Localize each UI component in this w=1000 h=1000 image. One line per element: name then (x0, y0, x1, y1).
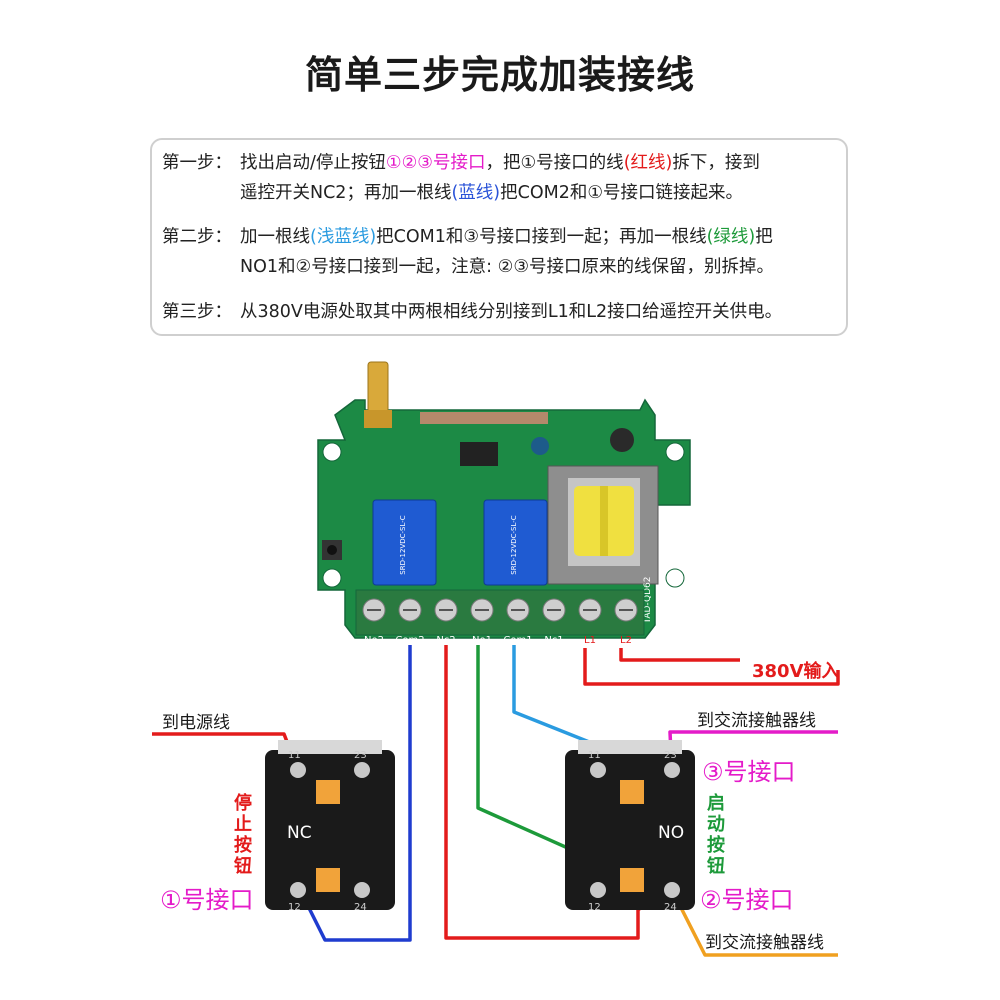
instruction-box: 第一步： 找出启动/停止按钮①②③号接口，把①号接口的线(红线)拆下，接到 遥控开… (150, 138, 848, 336)
step-1: 第一步： 找出启动/停止按钮①②③号接口，把①号接口的线(红线)拆下，接到 遥控开… (162, 148, 760, 203)
transformer (547, 465, 659, 585)
wire-contactor-orange (670, 889, 838, 957)
start-button-label: 启动按钮 (707, 793, 725, 877)
step-1-blue-wire: (蓝线) (451, 183, 501, 203)
stop-contact-24: 24 (354, 902, 367, 913)
step-2-text: 加一根线 (240, 227, 310, 247)
step-2-text-2: 把COM1和③号接口接到一起；再加一根线 (376, 227, 707, 247)
radio-module (420, 412, 548, 424)
step-1-text-3: 拆下，接到 (672, 153, 760, 173)
step-1-text-5: 把COM2和①号接口链接起来。 (500, 183, 744, 203)
terminal-label-com2: Com2 (395, 635, 424, 646)
relay-1-text: SRD-12VDC-SL-C (510, 515, 518, 574)
to-contactor-bottom-label: 到交流接触器线 (705, 933, 824, 953)
to-power-line-label: 到电源线 (162, 713, 230, 733)
terminal-label-no2: No2 (364, 635, 384, 646)
page-title: 简单三步完成加装接线 (304, 53, 695, 97)
start-contact-11: 11 (588, 750, 601, 761)
wire-l2-red (619, 648, 740, 662)
step-1-text-2: ，把①号接口的线 (485, 153, 624, 173)
no-label: NO (658, 823, 684, 843)
step-2-text-3: 把 (755, 227, 773, 247)
start-contact-24: 24 (664, 902, 677, 913)
step-1-text: 找出启动/停止按钮 (240, 153, 386, 173)
terminal-label-l1: L1 (584, 635, 596, 646)
stop-button-label: 停止按钮 (234, 793, 252, 877)
board-model: TAD-QD62 (643, 577, 653, 625)
step-1-text-4: 遥控开关NC2；再加一根线 (240, 183, 452, 203)
stop-button-block: 11 23 12 24 NC (265, 740, 395, 913)
step-1-line-2: 遥控开关NC2；再加一根线(蓝线)把COM2和①号接口链接起来。 (240, 178, 743, 208)
ic-chip (460, 442, 498, 466)
terminal-label-com1: Com1 (503, 635, 532, 646)
step-1-ports: ①②③号接口 (385, 153, 486, 173)
power-input-label: 380V输入 (752, 660, 840, 682)
port-2-label: ②号接口 (700, 886, 794, 914)
step-1-red-wire: (红线) (623, 153, 673, 173)
port-3-label: ③号接口 (702, 758, 796, 786)
to-contactor-top-label: 到交流接触器线 (697, 711, 816, 731)
start-contact-23: 23 (664, 750, 677, 761)
stop-contact-11: 11 (288, 750, 301, 761)
terminal-screws (362, 598, 638, 622)
step-3-text: 从380V电源处取其中两根相线分别接到L1和L2接口给遥控开关供电。 (240, 302, 783, 322)
step-2: 第二步： 加一根线(浅蓝线)把COM1和③号接口接到一起；再加一根线(绿线)把 N… (162, 222, 774, 277)
step-2-line-2: NO1和②号接口接到一起，注意: ②③号接口原来的线保留，别拆掉。 (240, 252, 774, 282)
relay-2: SRD-12VDC-SL-C (372, 499, 437, 586)
wire-com2-blue (298, 645, 412, 942)
start-button-block: 11 23 12 24 NO (565, 740, 695, 913)
terminal-label-l2: L2 (620, 635, 632, 646)
step-2-light-blue-wire: (浅蓝线) (310, 227, 377, 247)
nc-label: NC (287, 823, 312, 843)
relay-2-text: SRD-12VDC-SL-C (399, 515, 407, 574)
stop-contact-23: 23 (354, 750, 367, 761)
wire-l1-red (583, 648, 840, 686)
step-3: 第三步： 从380V电源处取其中两根相线分别接到L1和L2接口给遥控开关供电。 (162, 297, 782, 327)
start-contact-12: 12 (588, 902, 601, 913)
step-3-label: 第三步： (162, 302, 232, 322)
step-2-text-4: NO1和②号接口接到一起，注意: ②③号接口原来的线保留，别拆掉。 (240, 257, 775, 277)
terminal-label-no1: No1 (472, 635, 492, 646)
step-2-label: 第二步： (162, 227, 232, 247)
terminal-label-nc2: Nc2 (436, 635, 455, 646)
port-1-label: ①号接口 (160, 886, 254, 914)
relay-1: SRD-12VDC-SL-C (483, 499, 548, 586)
step-1-label: 第一步： (162, 153, 232, 173)
stop-contact-12: 12 (288, 902, 301, 913)
terminal-label-nc1: Nc1 (544, 635, 563, 646)
pcb-board: SRD-12VDC-SL-C SRD-12VDC-SL-C TAD-QD62 (317, 361, 691, 639)
step-2-green-wire: (绿线) (706, 227, 756, 247)
terminal-labels: No2 Com2 Nc2 No1 Com1 Nc1 L1 L2 (364, 635, 632, 646)
